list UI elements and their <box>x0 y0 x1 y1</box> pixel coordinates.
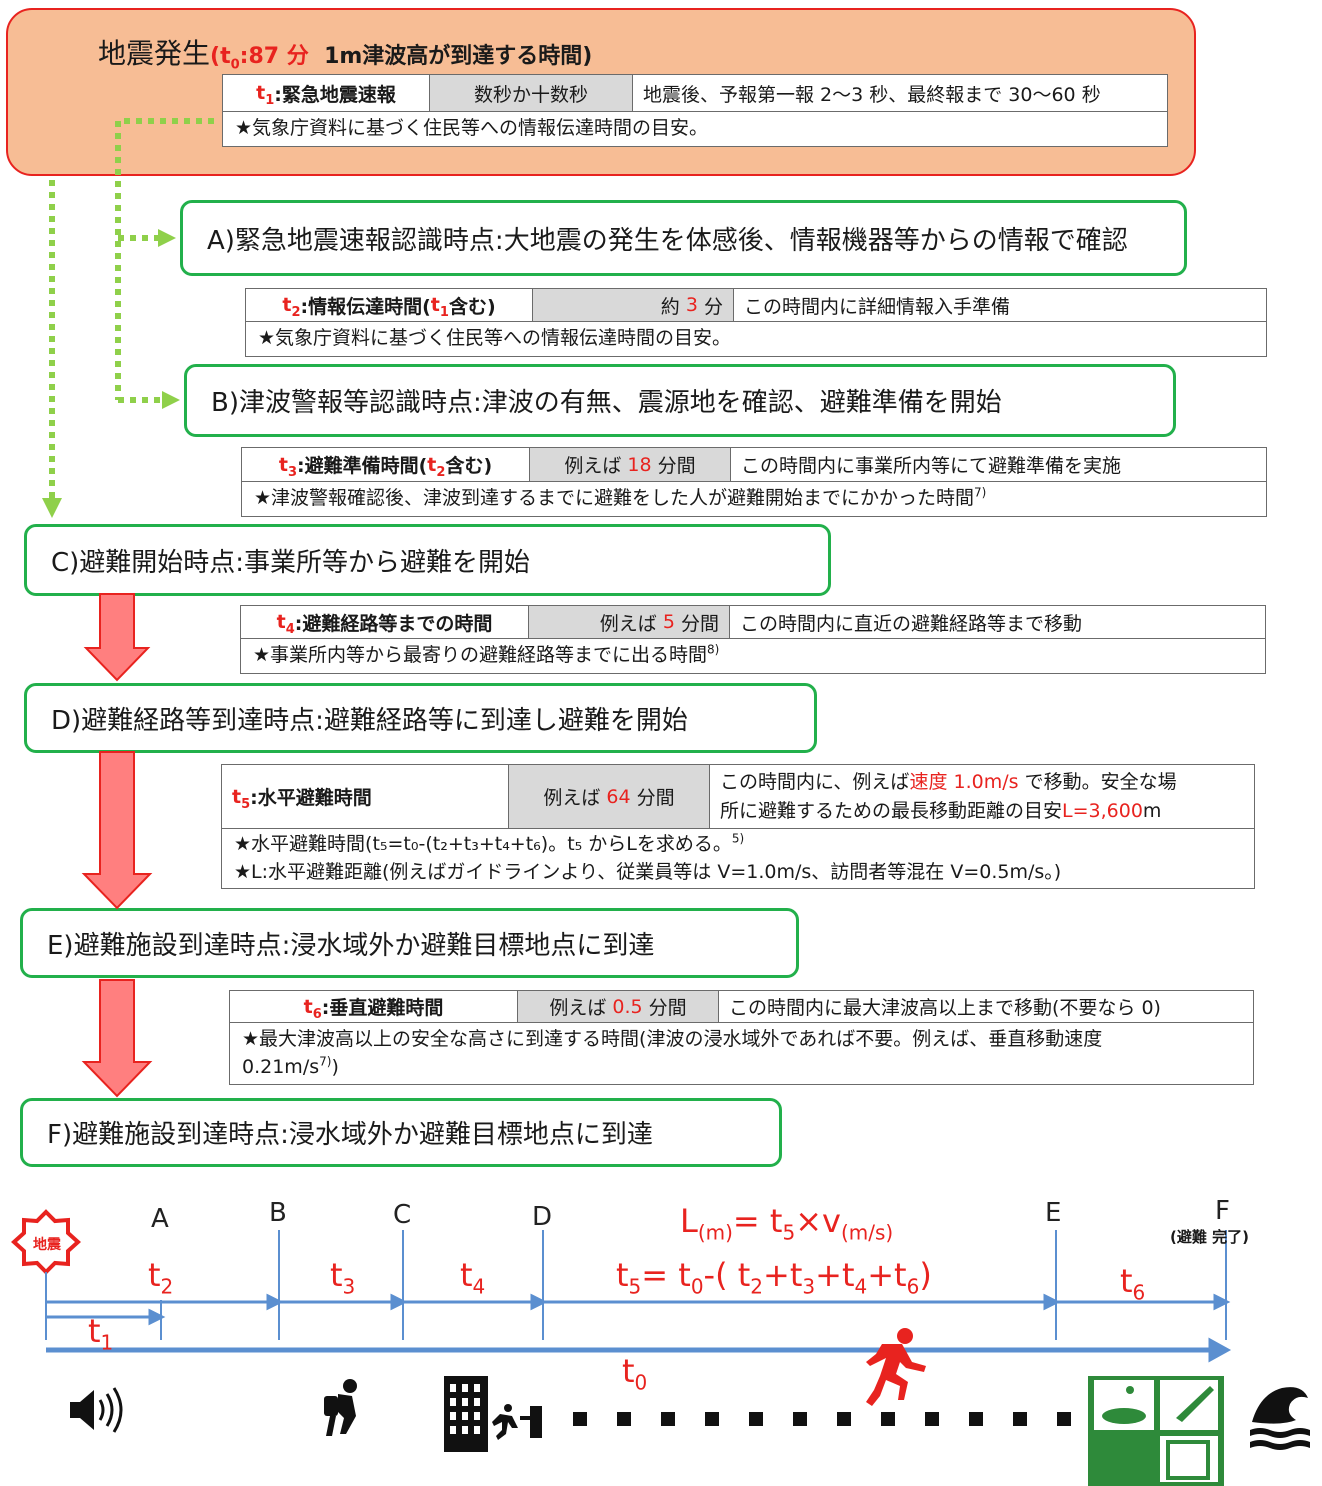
t4-value: 例えば 5 分間 <box>529 606 730 638</box>
backpack-person-icon <box>324 1379 357 1436</box>
t6-label: t6:垂直避難時間 <box>230 991 518 1022</box>
arrow-d-to-e <box>81 751 153 910</box>
formula-distance: L(m)= t5×v(m/s) <box>680 1202 894 1245</box>
t6-value: 例えば 0.5 分間 <box>518 991 719 1022</box>
timeline-letter-c: C <box>393 1200 412 1230</box>
timeline-t0: t0 <box>622 1352 648 1395</box>
t5-label: t5:水平避難時間 <box>222 765 509 828</box>
t5-value: 例えば 64 分間 <box>509 765 710 828</box>
stage-a: A)緊急地震速報認識時点:大地震の発生を体感後、情報機器等からの情報で確認 <box>180 200 1187 276</box>
t4-table: t4:避難経路等までの時間 例えば 5 分間 この時間内に直近の避難経路等まで移… <box>240 605 1266 674</box>
quake-badge-label: 地震 <box>33 1237 61 1253</box>
arrow-c-to-d <box>83 593 151 682</box>
tsunami-wave-icon <box>1250 1387 1310 1450</box>
t4-label: t4:避難経路等までの時間 <box>241 606 529 638</box>
t5-desc: この時間内に、例えば速度 1.0m/s で移動。安全な場 所に避難するための最長… <box>720 771 1177 822</box>
timeline-t2: t2 <box>148 1256 174 1299</box>
timeline-letter-a: A <box>151 1204 169 1234</box>
arrow-to-c <box>42 498 62 518</box>
t1-table: t1:緊急地震速報 数秒か十数秒 地震後、予報第一報 2〜3 秒、最終報まで 3… <box>222 74 1168 147</box>
timeline-t6: t6 <box>1120 1262 1146 1305</box>
timeline-diagram <box>11 1209 1310 1486</box>
t6-note: ★最大津波高以上の安全な高さに到達する時間(津波の浸水域外であれば不要。例えば、… <box>242 1028 1103 1078</box>
stage-e: E)避難施設到達時点:浸水域外か避難目標地点に到達 <box>20 908 799 978</box>
t3-value: 例えば 18 分間 <box>530 448 731 481</box>
t1-value: 数秒か十数秒 <box>430 75 633 111</box>
timeline-letter-d: D <box>532 1202 553 1232</box>
t2-value: 約 3 分 <box>533 289 734 321</box>
stage-d: D)避難経路等到達時点:避難経路等に到達し避難を開始 <box>24 683 817 753</box>
t5-note: ★水平避難時間(t₅=t₀-(t₂+t₃+t₄+t₆)。t₅ からLを求める。5… <box>234 831 1062 883</box>
speaker-icon <box>70 1387 123 1433</box>
timeline-t3: t3 <box>330 1256 356 1299</box>
evacuation-sign-icon <box>1088 1376 1224 1486</box>
dotted-connectors <box>42 118 214 518</box>
arrow-e-to-f <box>81 979 153 1098</box>
arrow-to-a <box>158 229 176 247</box>
timeline-f-sub: (避難 完了) <box>1170 1228 1249 1246</box>
evacuation-route-dots <box>573 1412 1071 1426</box>
t2-desc: この時間内に詳細情報入手準備 <box>744 295 1011 318</box>
red-down-arrows <box>81 593 153 1098</box>
stage-f: F)避難施設到達時点:浸水域外か避難目標地点に到達 <box>20 1098 782 1167</box>
t1-label: t1:緊急地震速報 <box>223 75 430 111</box>
runner-icon <box>866 1328 926 1406</box>
arrow-to-b <box>162 391 180 409</box>
t1-note: ★気象庁資料に基づく住民等への情報伝達時間の目安。 <box>235 117 709 139</box>
t3-note: ★津波警報確認後、津波到達するまでに避難をした人が避難開始までにかかった時間7) <box>254 485 987 509</box>
timeline-t4: t4 <box>460 1256 486 1299</box>
t6-desc: この時間内に最大津波高以上まで移動(不要なら 0) <box>729 997 1161 1019</box>
earthquake-title: 地震発生(t0:87 分 1m津波高が到達する時間) <box>98 37 593 73</box>
t4-desc: この時間内に直近の避難経路等まで移動 <box>740 612 1083 635</box>
t3-desc: この時間内に事業所内等にて避難準備を実施 <box>741 455 1122 477</box>
timeline-letter-f: F <box>1215 1196 1230 1226</box>
building-exit-icon <box>444 1376 542 1452</box>
t5-table: t5:水平避難時間 例えば 64 分間 この時間内に、例えば速度 1.0m/s … <box>221 764 1255 890</box>
t1-desc: 地震後、予報第一報 2〜3 秒、最終報まで 30〜60 秒 <box>643 83 1101 106</box>
stage-c: C)避難開始時点:事業所等から避難を開始 <box>24 524 831 596</box>
t6-table: t6:垂直避難時間 例えば 0.5 分間 この時間内に最大津波高以上まで移動(不… <box>229 990 1254 1086</box>
timeline-t1: t1 <box>88 1312 114 1355</box>
stage-b: B)津波警報等認識時点:津波の有無、震源地を確認、避難準備を開始 <box>184 364 1176 437</box>
t2-note: ★気象庁資料に基づく住民等への情報伝達時間の目安。 <box>258 327 732 349</box>
t4-note: ★事業所内等から最寄りの避難経路等までに出る時間8) <box>253 642 720 666</box>
timeline-letter-e: E <box>1045 1198 1062 1228</box>
formula-t5: t5= t0-( t2+t3+t4+t6) <box>616 1256 932 1299</box>
timeline-letter-b: B <box>269 1198 287 1228</box>
